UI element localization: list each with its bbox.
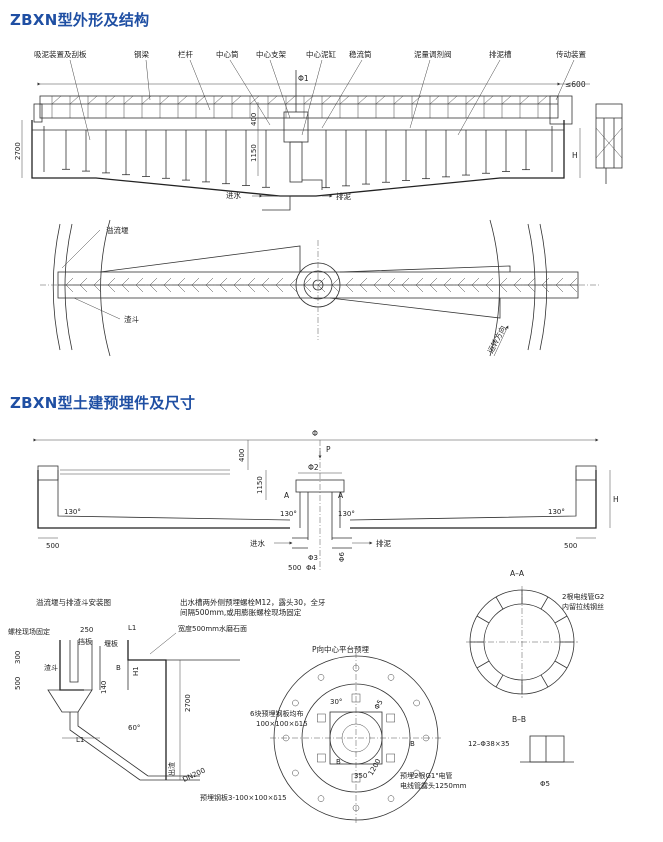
callout-drive-unit: 传动装置 <box>556 49 586 59</box>
d500-label: 500 <box>14 677 22 690</box>
callout-center-cylinder: 中心筒 <box>216 49 239 59</box>
bb-label: B–B <box>512 715 526 724</box>
d500-right: 500 <box>564 542 577 550</box>
fig4-note-2: 间隔500mm,或用膨胀螺栓现场固定 <box>180 607 302 617</box>
le600-label: ≤600 <box>565 80 586 89</box>
d2700-label: 2700 <box>14 142 22 160</box>
weir-plate-label: 堰板 <box>104 639 118 648</box>
aa-label: A–A <box>510 569 525 578</box>
weir-label: 溢流堰 <box>106 225 129 235</box>
sludge-out-label: 排泥 <box>336 191 351 201</box>
plates3-label: 预埋钢板3-100×100×δ15 <box>200 793 287 802</box>
conduit-line-2: 电线管露头1250mm <box>400 781 467 790</box>
callout-sludge-trough: 排泥槽 <box>489 49 512 59</box>
civil-title: ZBXN型土建预埋件及尺寸 <box>10 394 196 412</box>
fig3-civil-section: Φ P Φ2 400 1150 H A A 130° 130° 130° 130… <box>33 429 619 572</box>
l1-bottom-label: L1 <box>76 736 84 744</box>
plates-line-1: 6块预埋钢板均布 <box>250 709 303 718</box>
phi1-label: Φ1 <box>298 74 309 83</box>
angle60-label: 60° <box>128 724 140 732</box>
fig1-elevation: 吸泥装置及刮板 钢梁 栏杆 中心筒 中心支架 中心泥缸 稳流筒 泥量调剂阀 排泥… <box>14 49 623 211</box>
angle-r2: 130° <box>548 508 565 516</box>
fig5-center-platform: P向中心平台预埋 6块预埋钢板均布 100×100×δ15 30° Φ5 120… <box>200 644 467 824</box>
d140-label: 140 <box>100 681 108 694</box>
bolt-label: 螺栓现场固定 <box>8 627 50 636</box>
fig4-heading: 溢流堰与排渣斗安装图 <box>36 597 111 607</box>
h-label: H <box>572 151 578 160</box>
d1150-label: 1150 <box>250 144 258 162</box>
fig4-weir-detail: 溢流堰与排渣斗安装图 出水槽两外侧预埋螺栓M12，露头30，全牙 间隔500mm… <box>8 597 326 784</box>
d500-left: 500 <box>46 542 59 550</box>
p-label: P <box>326 445 331 454</box>
civil-inlet-label: 进水 <box>250 538 265 548</box>
angle-l2: 130° <box>280 510 297 518</box>
callout-center-support: 中心支架 <box>256 49 286 59</box>
hopper-label: 渣斗 <box>124 314 139 324</box>
phi3-label: Φ3 <box>308 554 318 562</box>
civil-sludge-label: 排泥 <box>376 538 391 548</box>
plates-line-2: 100×100×δ15 <box>256 720 308 728</box>
fig5-phi5-label: Φ5 <box>373 698 385 711</box>
g2-line-2: 内留拉线钢丝 <box>562 602 604 611</box>
phi4-label: Φ4 <box>306 564 317 572</box>
phi-label: Φ <box>312 429 318 438</box>
l1-top-label: L1 <box>128 624 136 632</box>
d300-label: 300 <box>14 651 22 664</box>
callout-suction-scraper: 吸泥装置及刮板 <box>34 49 87 59</box>
angle-l1: 130° <box>64 508 81 516</box>
g2-line-1: 2根电线管G2 <box>562 592 604 601</box>
fig1-callouts: 吸泥装置及刮板 钢梁 栏杆 中心筒 中心支架 中心泥缸 稳流筒 泥量调剂阀 排泥… <box>34 49 586 59</box>
conduit-line-1: 预埋2根G1"电管 <box>400 771 453 780</box>
grind-label: 宽度500mm水磨石面 <box>178 624 247 633</box>
callout-stilling-cylinder: 稳流筒 <box>349 49 372 59</box>
structure-title: ZBXN型外形及结构 <box>10 11 150 29</box>
b-left-label: B <box>336 758 341 766</box>
callout-sludge-valve: 泥量调剂阀 <box>414 49 452 59</box>
angle-r1: 130° <box>338 510 355 518</box>
baffle-label: 挡板 <box>78 637 92 646</box>
phi6-label: Φ6 <box>338 551 346 562</box>
d400-label: 400 <box>250 113 258 126</box>
civil-d400-label: 400 <box>238 449 246 462</box>
fig2-plan: 溢流堰 渣斗 运转方向 <box>40 219 600 357</box>
h1-label: H1 <box>132 666 140 676</box>
d350-label: 350 <box>354 772 367 780</box>
civil-h-label: H <box>613 495 619 504</box>
fig4-d2700-label: 2700 <box>184 694 192 712</box>
callout-railing: 栏杆 <box>178 49 193 59</box>
fig4-hopper-label: 渣斗 <box>44 663 58 672</box>
inlet-label: 进水 <box>226 190 241 200</box>
fig5-heading: P向中心平台预埋 <box>312 644 370 654</box>
b-right-label: B <box>410 740 415 748</box>
d500-bottom: 500 <box>288 564 301 572</box>
callout-steel-beam: 钢梁 <box>134 49 149 59</box>
fig6-sections: A–A 2根电线管G2 内留拉线钢丝 B–B 12–Φ38×35 Φ5 <box>466 569 604 788</box>
bolts-label: 12–Φ38×35 <box>468 740 510 748</box>
fig6-phi5-label: Φ5 <box>540 780 550 788</box>
a-right-label: A <box>338 491 344 500</box>
outlet-label: 出渣 <box>167 762 176 776</box>
b-label: B <box>116 664 121 672</box>
callout-center-sludge-tank: 中心泥缸 <box>306 49 336 59</box>
phi2-label: Φ2 <box>308 463 319 472</box>
a-left-label: A <box>284 491 290 500</box>
dn200-label: DN200 <box>181 766 206 783</box>
fig4-note-1: 出水槽两外侧预埋螺栓M12，露头30，全牙 <box>180 597 326 607</box>
angle30-label: 30° <box>330 698 342 706</box>
d250-label: 250 <box>80 626 93 634</box>
civil-d1150-label: 1150 <box>256 476 264 494</box>
